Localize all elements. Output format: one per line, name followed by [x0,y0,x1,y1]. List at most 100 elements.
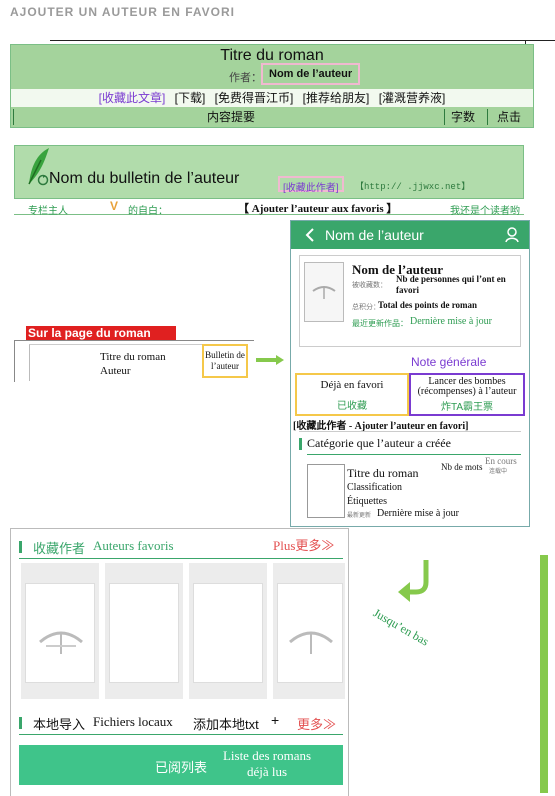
word-count-label: Nb de mots [441,462,483,472]
latest-update-link[interactable]: Dernière mise à jour [410,316,492,327]
bulletin-info-row: 专栏主人 V 的自白： 【 Ajouter l’auteur aux favor… [14,199,524,217]
more-fr: Plus [273,538,296,553]
section-accent [19,541,22,553]
wenxuecheng-logo-icon [39,631,83,654]
chapter-table-header: 内容提要 字数 点击 [11,107,533,127]
author-avatar [304,262,344,322]
read-list-button[interactable]: 已阅列表 Liste des romans déjà lus [19,745,343,785]
author-bulletin-button[interactable]: Bulletin de l’auteur [202,344,248,378]
updated-label: 最新更新 [347,513,372,519]
words-column-header: 字数 [451,110,476,124]
status-label: En cours [485,456,517,466]
bulletin-title: Nom du bulletin de l’auteur [49,170,240,187]
page-header-title: AJOUTER UN AUTEUR EN FAVORI [10,5,236,19]
section-accent [299,438,302,450]
novel-title-bar: Titre du roman 作者： Nom de l’auteur [11,45,533,89]
add-local-txt-link[interactable]: 添加本地txt [193,717,259,732]
classification-label: Classification [347,482,402,493]
collect-article-link[interactable]: [收藏此文章] [98,91,166,105]
novel-page-header: Titre du roman 作者： Nom de l’auteur [收藏此文… [10,44,534,128]
recommend-link[interactable]: [推荐给朋友] [302,91,370,105]
novel-page-label: Sur la page du roman [26,326,176,340]
leaf-logo-icon [28,148,49,185]
category-divider [307,454,521,455]
novel-info-box: Titre du roman Auteur [29,344,204,381]
author-cover [193,583,263,683]
owner-label: 专栏主人 [28,206,68,217]
arrow-right-icon [256,355,284,365]
already-favorited-button[interactable]: Déjà en favori 已收藏 [295,373,409,416]
author-name-link[interactable]: Nom de l’auteur [261,63,361,85]
author-cover [109,583,179,683]
novel-title: Titre du roman [100,351,166,363]
more-authors-link[interactable]: Plus更多≫ [273,535,334,554]
section-accent [19,717,22,729]
novel-title[interactable]: Titre du roman [347,466,419,480]
back-chevron-icon[interactable] [305,228,315,242]
favorites-count-value: Nb de personnes qui l’ont en favori [396,274,506,295]
scroll-indicator-bar [540,555,548,793]
summary-column-header: 内容提要 [207,110,256,124]
nutrient-link[interactable]: [灌溉营养液] [378,91,446,105]
user-icon[interactable] [505,227,519,243]
mobile-header-title: Nom de l’auteur [325,227,424,243]
read-list-fr: Liste des romans déjà lus [222,748,312,779]
add-icon[interactable]: + [271,712,280,728]
mobile-header: Nom de l’auteur [291,221,529,249]
collect-author-line[interactable]: [收藏此作者 - Ajouter l’auteur en favori] [293,417,468,432]
download-link[interactable]: [下载] [174,91,206,105]
header-divider [50,40,555,41]
column-divider [487,109,488,125]
add-author-favorite-button[interactable]: 【 Ajouter l’auteur aux favoris 】 [238,203,398,215]
author-card[interactable] [189,563,267,699]
more-local-link[interactable]: 更多≫ [297,717,337,732]
author-bulletin: Nom du bulletin de l’auteur [收藏此作者] 【htt… [14,145,524,217]
author-card[interactable] [21,563,99,699]
free-coins-link[interactable]: [免费得晋江币] [214,91,294,105]
throw-bombs-button[interactable]: Lancer des bombes (récompenses) à l’aute… [409,373,525,416]
v-badge-icon: V [110,199,119,213]
novel-action-links: [收藏此文章] [下载] [免费得晋江币] [推荐给朋友] [灌溉营养液] [11,89,533,107]
local-import-header: 本地导入 Fichiers locaux 添加本地txt + 更多≫ [19,711,343,735]
general-note-label: Note générale [411,355,487,369]
read-list-cn: 已阅列表 [155,760,208,775]
bookshelf-page: 收藏作者 Auteurs favoris Plus更多≫ 本地导入 Fichie… [10,528,349,796]
author-card[interactable] [273,563,345,699]
more-cn: 更多≫ [295,538,335,553]
collect-author-link[interactable]: [收藏此作者] [278,176,344,194]
local-import-cn: 本地导入 [33,717,86,732]
mobile-author-page: Nom de l’auteur Nom de l’auteur 被收藏数： Nb… [290,220,530,527]
author-cover [277,583,343,683]
author-cover [25,583,95,683]
column-divider [444,109,445,125]
author-label: 作者： [229,72,262,84]
category-title: Catégorie que l’auteur a créée [307,436,451,450]
collect-line-cn: [收藏此作者 [293,421,347,432]
author-card[interactable] [105,563,183,699]
curved-arrow-down-left-icon [398,560,429,602]
author-category-section: Catégorie que l’auteur a créée En cours … [299,431,521,525]
favorite-authors-fr: Auteurs favoris [93,538,174,553]
favorited-label-cn: 已收藏 [337,401,367,412]
points-value: Total des points de roman [378,300,478,310]
clicks-column-header: 点击 [497,110,522,124]
favorite-authors-cn: 收藏作者 [33,541,86,556]
bombs-label-cn: 炸TA霸王票 [440,402,494,413]
favorites-count-label: 被收藏数： [352,282,387,289]
bulletin-url: 【http:// .jjwxc.net】 [355,182,471,192]
author-info-card: Nom de l’auteur 被收藏数： Nb de personnes qu… [299,255,521,347]
latest-update-label: 最近更新作品： [352,319,408,328]
novel-cover[interactable] [307,464,345,518]
novel-page-snippet: Titre du roman Auteur [14,340,254,382]
bombs-label-fr: Lancer des bombes (récompenses) à l’aute… [417,376,517,397]
novel-author: Auteur [100,365,131,377]
tags-label: Étiquettes [347,496,387,507]
scroll-down-label: Jusqu’en bas [370,605,432,649]
local-import-fr: Fichiers locaux [93,714,173,729]
reader-note: 我还是个读者哟 [450,206,520,217]
refresh-icon [37,174,49,186]
column-divider [13,109,14,125]
author-name: Nom de l’auteur [352,262,443,277]
wenxuecheng-logo-icon [289,631,333,654]
updated-value: Dernière mise à jour [377,508,459,519]
